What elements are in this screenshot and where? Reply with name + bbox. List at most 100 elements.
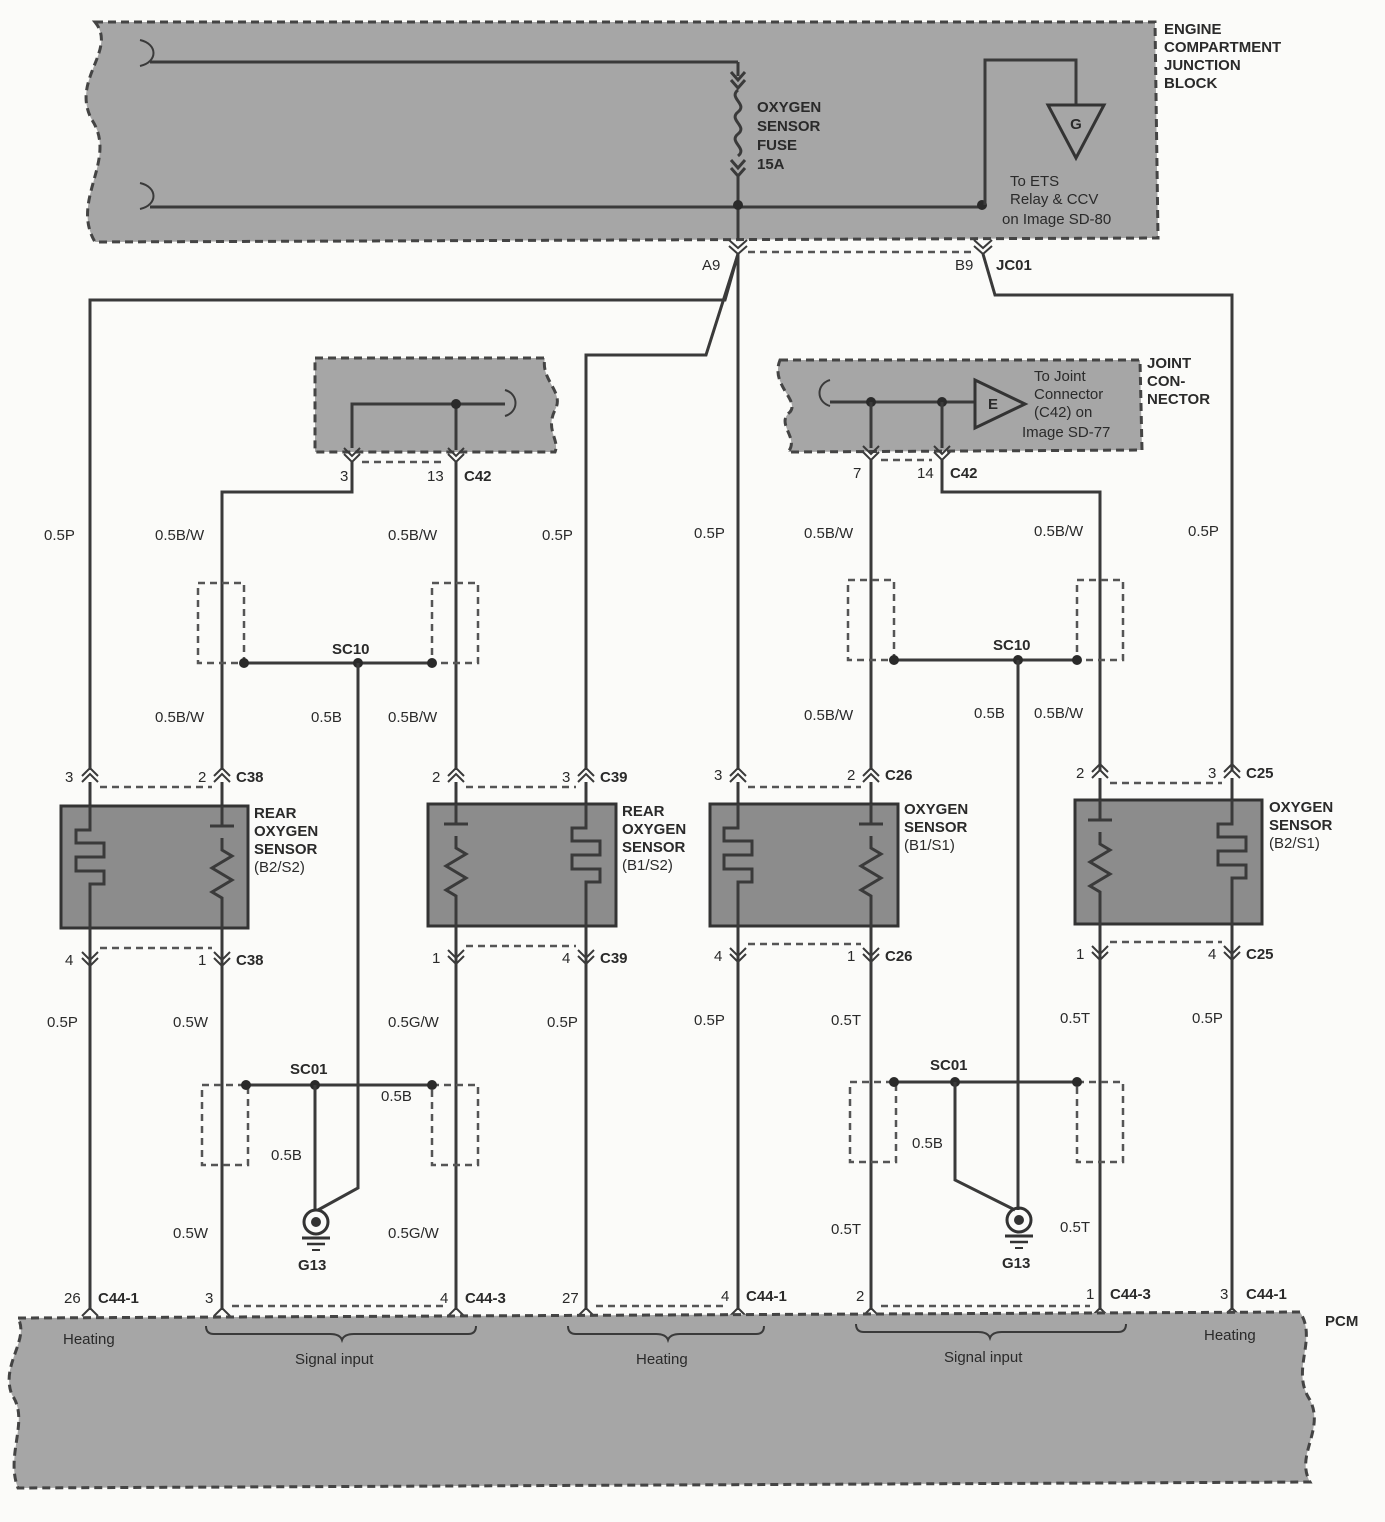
- wire-label-w29: 0.5T: [1060, 1219, 1090, 1236]
- wire-label-w20: 0.5T: [831, 1012, 861, 1029]
- sensor1-top-pin-b: 2: [198, 769, 206, 786]
- pcm-conn-c44-1-a: C44-1: [98, 1290, 139, 1307]
- joint-e-label: E: [988, 396, 998, 413]
- wire-label-w28: 0.5T: [831, 1221, 861, 1238]
- sensor1-top-pin-a: 3: [65, 769, 73, 786]
- g13-right-label: G13: [1002, 1255, 1030, 1272]
- joint-left-end: [504, 389, 517, 417]
- sensor2-name-line1: REAR: [622, 803, 665, 820]
- joint-left-dot: [451, 399, 461, 409]
- sensor2-bot-pin-b: 4: [562, 950, 570, 967]
- pcm-group-signal-left: Signal input: [295, 1351, 374, 1368]
- joint-title-line1: JOINT: [1147, 355, 1191, 372]
- sensor4-c25-top-mark-1: [1091, 762, 1109, 779]
- pcm-brace-signal-right: [855, 1323, 1127, 1342]
- wire-label-w16: 0.5W: [173, 1014, 209, 1031]
- sensor3-name-line2: SENSOR: [904, 819, 968, 836]
- ets-note-line1: To ETS: [1010, 173, 1059, 190]
- pcm-pin-1: 1: [1086, 1286, 1094, 1303]
- sensor4-sub: (B2/S1): [1269, 835, 1320, 852]
- sensor3-c26-top-mark-2: [862, 766, 880, 783]
- sensor3-name-line1: OXYGEN: [904, 801, 968, 818]
- wire-label-w11: 0.5B/W: [388, 709, 438, 726]
- pin-b9-label: B9: [955, 257, 973, 274]
- oxygen-sensor-fuse-symbol: [729, 71, 747, 179]
- sensor2-bot-pin-a: 1: [432, 950, 440, 967]
- wire-label-w3: 0.5B/W: [388, 527, 438, 544]
- sensor4-name-line2: SENSOR: [1269, 817, 1333, 834]
- pcm-group-heating-right: Heating: [1204, 1327, 1256, 1344]
- sc01-left-dot-1: [241, 1080, 251, 1090]
- wire-label-w27: 0.5G/W: [388, 1225, 440, 1242]
- wire-label-w12: 0.5B/W: [804, 707, 854, 724]
- wire-label-w6: 0.5B/W: [804, 525, 854, 542]
- sc01-right-dot-3: [1072, 1077, 1082, 1087]
- sensor2-top-conn: C39: [600, 769, 628, 786]
- sensor4-c25-top-mark-2: [1223, 762, 1241, 779]
- wire-a9-to-c38: [88, 253, 740, 770]
- sensor3-element-icon: [858, 804, 884, 926]
- joint-title-line3: NECTOR: [1147, 391, 1210, 408]
- sensor4-bot-pin-b: 4: [1208, 946, 1216, 963]
- sensor2-c39-top-mark-2: [577, 766, 595, 783]
- sc01-right-label: SC01: [930, 1057, 968, 1074]
- sensor3-top-pin-b: 2: [847, 767, 855, 784]
- pin-a9-label: A9: [702, 257, 720, 274]
- wire-label-w17: 0.5G/W: [388, 1014, 440, 1031]
- pcm-brace-heating-mid: [567, 1325, 765, 1344]
- sc10-left-dot-1: [239, 658, 249, 668]
- sensor1-sub: (B2/S2): [254, 859, 305, 876]
- fuse-label-line4: 15A: [757, 156, 785, 173]
- sc01-left-label: SC01: [290, 1061, 328, 1078]
- sensor3-c26-top-mark-1: [729, 766, 747, 783]
- wire-label-w23: 0.5B: [381, 1088, 412, 1105]
- sc10-left-dot-3: [427, 658, 437, 668]
- sensor-b1s1: 3 2 C26 OXYGEN SENSOR (B1/S1) 4 1 C26: [708, 766, 968, 1310]
- wire-label-w19: 0.5P: [694, 1012, 725, 1029]
- connector-a9-mark: [728, 239, 748, 256]
- ecjb-title-line3: JUNCTION: [1164, 57, 1241, 74]
- sensor4-c25-bot-mark-2: [1223, 945, 1241, 962]
- pcm-conn-c44-3-a: C44-3: [465, 1290, 506, 1307]
- sensor-b2s1: 2 3 C25 OXYGEN SENSOR (B2/S1) 1 4 C25: [1073, 762, 1333, 1310]
- sensor2-c39-bot-mark-1: [447, 949, 465, 966]
- sensor2-top-pin-b: 3: [562, 769, 570, 786]
- ground-g13-left-icon: [302, 1208, 330, 1251]
- sensor1-bot-pin-b: 1: [198, 952, 206, 969]
- sc10-left-label: SC10: [332, 641, 370, 658]
- connector-b9-mark: [973, 239, 993, 256]
- c42-right-pin7: 7: [853, 465, 861, 482]
- sc10-left-shield-2: [430, 581, 480, 665]
- pcm-conn-c44-1-b: C44-1: [746, 1288, 787, 1305]
- wire-label-w21: 0.5T: [1060, 1010, 1090, 1027]
- wire-label-w1: 0.5P: [44, 527, 75, 544]
- sc10-left-drain-wire: [317, 663, 360, 1212]
- sc10-right-shield-2: [1075, 578, 1125, 662]
- sc01-left-shield-1: [200, 1083, 250, 1167]
- sensor4-top-conn: C25: [1246, 765, 1274, 782]
- pcm-pin-mark-4a: [447, 1306, 465, 1317]
- sensor4-bot-conn: C25: [1246, 946, 1274, 963]
- c42-left-pin13: 13: [427, 468, 444, 485]
- fuse-label-line3: FUSE: [757, 137, 797, 154]
- wire-c42-14-to-c25: [940, 460, 1102, 770]
- sensor3-top-pin-a: 3: [714, 767, 722, 784]
- pcm-pin-26: 26: [64, 1290, 81, 1307]
- sensor2-heater-icon: [570, 804, 602, 926]
- joint-right-end: [818, 379, 831, 407]
- sensor2-element-icon: [443, 804, 469, 926]
- pcm-block-area: [7, 1310, 1316, 1490]
- sc01-right-dot-1: [889, 1077, 899, 1087]
- ecjb-title-line4: BLOCK: [1164, 75, 1217, 92]
- fuse-label-line1: OXYGEN: [757, 99, 821, 116]
- pcm-pin-2: 2: [856, 1288, 864, 1305]
- junction-dot-a9: [733, 200, 743, 210]
- sensor1-c38-top-mark-2: [213, 766, 231, 783]
- sensor2-c39-bot-mark-2: [577, 949, 595, 966]
- ets-note-line2: Relay & CCV: [1010, 191, 1098, 208]
- sensor2-c39-top-mark-1: [447, 766, 465, 783]
- sensor1-c38-bot-mark-1: [81, 951, 99, 968]
- pcm-pin-4a: 4: [440, 1290, 448, 1307]
- wire-label-w13: 0.5B: [974, 705, 1005, 722]
- fusible-end-top: [139, 39, 155, 67]
